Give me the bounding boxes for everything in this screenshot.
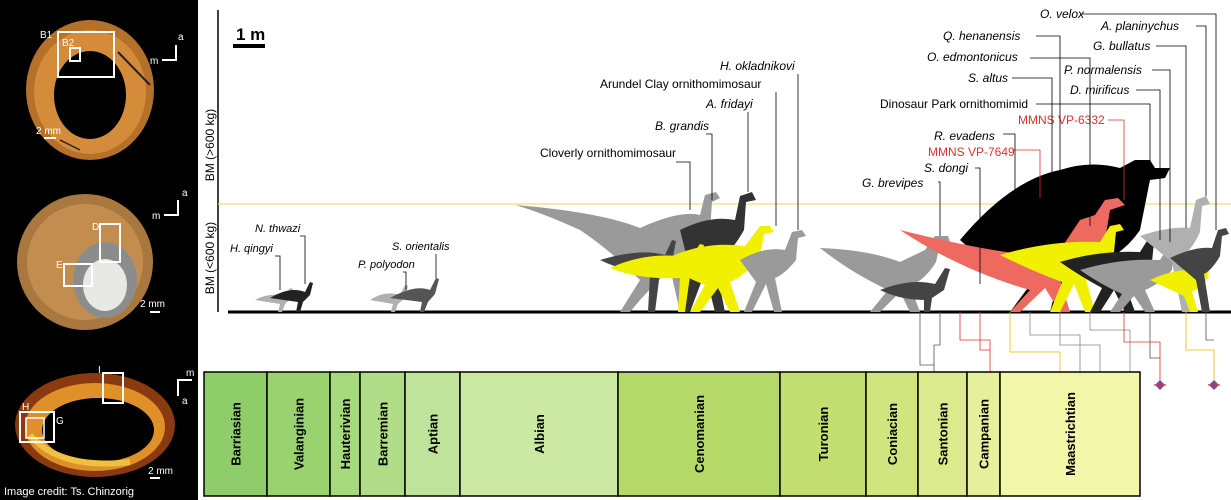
labels-early: H. qingyi N. thwazi P. polyodon S. orien… (230, 223, 450, 290)
stage-aptian: Aptian (405, 372, 460, 496)
svg-text:1 m: 1 m (236, 25, 265, 44)
stage-label: Campanian (977, 399, 992, 469)
label-q-henanensis: Q. henanensis (943, 29, 1020, 43)
stage-maastrichtian: Maastrichtian (1000, 372, 1140, 496)
label-g-bullatus: G. bullatus (1093, 39, 1150, 53)
svg-text:E: E (56, 260, 63, 271)
stage-campanian: Campanian (967, 372, 1000, 496)
svg-text:a: a (178, 32, 184, 43)
label-mmns-6332: MMNS VP-6332 (1018, 113, 1105, 127)
label-b1: B1 (40, 30, 53, 41)
label-s-orientalis: S. orientalis (392, 241, 450, 253)
label-p-normalensis: P. normalensis (1064, 63, 1142, 77)
image-credit: Image credit: Ts. Chinzorig (4, 486, 134, 498)
stage-label: Santonian (936, 403, 951, 466)
stage-barremian: Barremian (360, 372, 405, 496)
svg-text:m: m (152, 211, 160, 222)
svg-text:H: H (22, 402, 29, 413)
scale-bar: 1 m (233, 25, 265, 48)
label-a-fridayi: A. fridayi (705, 97, 753, 111)
stage-label: Turonian (816, 407, 831, 462)
stage-label: Aptian (426, 414, 441, 455)
stage-santonian: Santonian (918, 372, 967, 496)
axis-label-upper: BM (>600 kg) (203, 109, 217, 181)
label-r-evadens: R. evadens (934, 129, 995, 143)
scale-label-top: 2 mm (36, 126, 61, 137)
label-b-grandis: B. grandis (655, 119, 709, 133)
stage-label: Coniacian (885, 403, 900, 465)
stage-label: Maastrichtian (1063, 392, 1078, 476)
silhouette-s-orientalis (390, 278, 439, 312)
svg-text:a: a (182, 188, 188, 199)
scale-label-bottom: 2 mm (148, 466, 173, 477)
axis-label-lower: BM (<600 kg) (203, 222, 217, 294)
label-s-altus: S. altus (968, 71, 1008, 85)
stage-albian: Albian (460, 372, 618, 496)
orientation-arrows-top: a m (150, 32, 184, 67)
stage-label: Cenomanian (692, 395, 707, 473)
label-dinosaur-park: Dinosaur Park ornithomimid (880, 97, 1028, 111)
micrograph-top: B1 B2 2 mm a m (26, 20, 184, 160)
label-b2: B2 (62, 38, 75, 49)
label-s-dongi: S. dongi (924, 161, 968, 175)
geologic-stage-row: Barriasian Valanginian Hauterivian Barremia… (204, 372, 1140, 496)
svg-text:m: m (186, 368, 194, 379)
stage-turonian: Turonian (780, 372, 866, 496)
svg-text:D: D (92, 222, 99, 233)
silhouettes-albian (515, 192, 806, 312)
label-p-polyodon: P. polyodon (358, 259, 415, 271)
stage-label: Barremian (376, 402, 391, 466)
svg-text:I: I (98, 365, 101, 376)
silhouettes-early (255, 278, 439, 312)
scale-label-middle: 2 mm (140, 299, 165, 310)
svg-text:G: G (56, 416, 64, 427)
label-o-edmontonicus: O. edmontonicus (927, 50, 1018, 64)
label-cloverly: Cloverly ornithomimosaur (540, 146, 676, 160)
stage-label: Barriasian (229, 402, 244, 466)
orientation-arrows-bottom: a m (178, 368, 194, 407)
label-n-thwazi: N. thwazi (255, 223, 301, 235)
label-h-okladnikovi: H. okladnikovi (720, 59, 795, 73)
label-mmns-7649: MMNS VP-7649 (928, 145, 1015, 159)
label-arundel: Arundel Clay ornithomimosaur (600, 77, 761, 91)
label-o-velox: O. velox (1040, 7, 1085, 21)
stage-barriasian: Barriasian (204, 372, 267, 496)
svg-text:a: a (182, 396, 188, 407)
stage-label: Hauterivian (338, 399, 353, 470)
label-h-qingyi: H. qingyi (230, 243, 273, 255)
label-d-mirificus: D. mirificus (1070, 83, 1129, 97)
stage-label: Valanginian (292, 398, 307, 470)
silhouette-n-thwazi (270, 282, 313, 312)
micrograph-middle: D E 2 mm a m (17, 188, 188, 330)
stage-valanginian: Valanginian (267, 372, 330, 496)
stage-hauterivian: Hauterivian (330, 372, 360, 496)
stage-cenomanian: Cenomanian (618, 372, 780, 496)
stage-coniacian: Coniacian (866, 372, 918, 496)
micrograph-bottom: I H G 2 mm a m (15, 365, 194, 478)
stage-label: Albian (532, 414, 547, 454)
label-g-brevipes: G. brevipes (862, 176, 923, 190)
svg-text:m: m (150, 56, 158, 67)
label-a-planinychus: A. planinychus (1100, 19, 1179, 33)
orientation-arrows-middle: a m (152, 188, 188, 222)
